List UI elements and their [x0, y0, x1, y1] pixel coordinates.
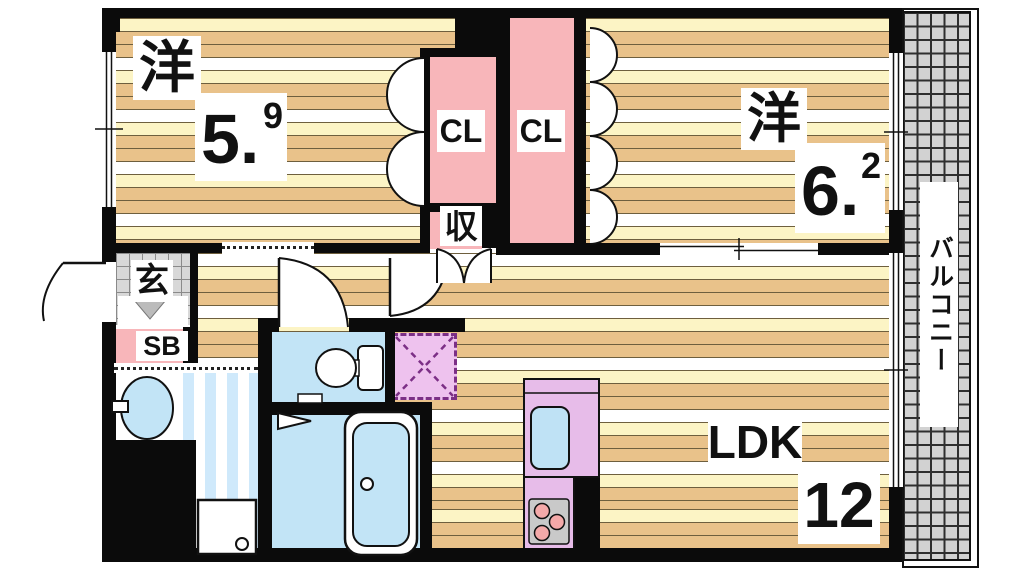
- wall-left-upper: [102, 8, 116, 52]
- ldk-size: 12: [798, 466, 880, 544]
- wall-bottom: [102, 548, 903, 562]
- wall-closet-west-top: [428, 48, 458, 57]
- wall-left-mid: [102, 207, 116, 262]
- wall-east-room-south-right: [818, 243, 889, 255]
- east-bedroom-size: 6. 2: [795, 143, 885, 233]
- wall-closet-east-bottom: [496, 243, 586, 255]
- wall-toilet-top-right: [349, 318, 465, 332]
- wall-west-room-closet: [420, 48, 430, 253]
- closet-east-label: CL: [517, 110, 565, 152]
- west-bedroom-label: 洋: [133, 36, 201, 100]
- wall-right-upper: [889, 8, 903, 53]
- closet-west-label: CL: [437, 110, 485, 152]
- wall-washroom-block: [114, 440, 196, 548]
- wall-bathroom-left: [258, 415, 272, 562]
- wall-storage-right: [482, 210, 497, 248]
- storage-label: 収: [440, 206, 482, 246]
- refrigerator-dashed-box: [392, 333, 457, 400]
- wall-toilet-left: [258, 318, 272, 415]
- wall-kitchen-corner: [575, 478, 600, 560]
- entrance-label: 玄: [131, 260, 173, 302]
- west-bedroom-size: 5. 9: [195, 93, 287, 181]
- kitchen-counter-upper: [523, 378, 600, 478]
- wall-entrance-right: [190, 253, 198, 372]
- shoe-box-label: SB: [136, 331, 188, 361]
- west-bedroom-floor-ext: [420, 18, 457, 48]
- wall-east-room-south-left: [586, 243, 660, 255]
- ldk-label: LDK: [708, 412, 802, 472]
- toilet-floor: [272, 332, 385, 402]
- entrance-door-arc: [41, 261, 106, 322]
- bathroom-floor: [272, 415, 420, 548]
- wall-toilet-right: [385, 330, 395, 403]
- wall-right-lower: [889, 487, 903, 562]
- wall-toilet-bottom: [258, 402, 432, 415]
- east-bedroom-label: 洋: [741, 88, 807, 150]
- wall-closet-divider: [496, 14, 510, 255]
- wall-bathroom-right: [420, 402, 432, 562]
- washroom-sink-area: [114, 372, 174, 440]
- west-room-sliding-door: [222, 242, 314, 254]
- washroom-sliding-door: [114, 363, 258, 373]
- kitchen-counter-lower: [523, 476, 575, 558]
- wall-left-lower: [102, 322, 116, 562]
- balcony-label: バルコニー: [920, 182, 958, 427]
- wall-closet-east-right: [574, 14, 586, 255]
- wall-right-mid: [889, 210, 903, 253]
